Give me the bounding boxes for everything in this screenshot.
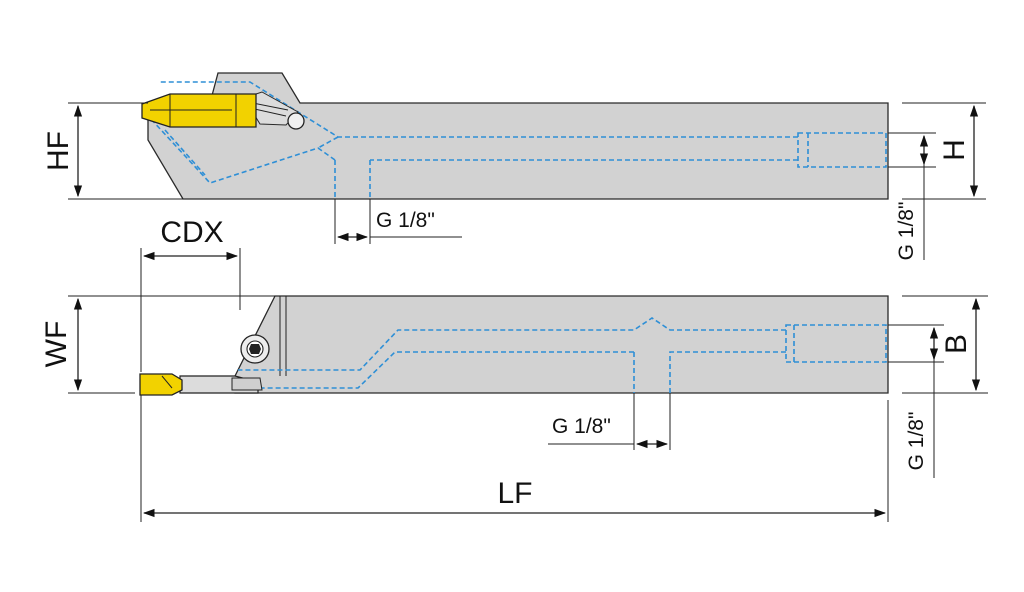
dimension-b: B [902, 295, 988, 394]
side-view-coolant-channel [149, 81, 887, 198]
dimension-lf: LF [140, 395, 889, 522]
screw-icon [287, 112, 305, 130]
label-wf: WF [40, 321, 73, 368]
label-cdx: CDX [160, 216, 223, 249]
label-hf: HF [42, 131, 75, 171]
label-lf: LF [497, 477, 532, 510]
dimension-h: H [902, 102, 986, 200]
dimension-thread-top: G 1/8" [334, 199, 462, 244]
plan-view-coolant-channel [238, 317, 887, 393]
dimension-wf: WF [40, 295, 275, 394]
dimension-hf: HF [42, 102, 183, 200]
label-thread-bottom-side: G 1/8" [905, 412, 928, 471]
side-view: HF H G 1/8" G 1/8" [42, 72, 986, 261]
plan-view: CDX WF B G 1/8" [40, 216, 988, 522]
label-thread-bottom: G 1/8" [552, 415, 611, 438]
label-h: H [938, 139, 971, 161]
label-thread-top-side: G 1/8" [895, 202, 918, 261]
dimension-thread-bottom-side: G 1/8" [888, 324, 944, 478]
side-view-body [147, 72, 889, 200]
label-b: B [940, 334, 973, 354]
plan-view-body [234, 295, 889, 394]
plan-view-insert [139, 373, 263, 396]
clamp-screw [240, 334, 270, 364]
dimension-thread-top-side: G 1/8" [888, 132, 936, 261]
label-thread-top: G 1/8" [376, 209, 435, 232]
side-view-insert [141, 91, 305, 130]
dimension-cdx: CDX [140, 216, 241, 372]
dimension-thread-bottom: G 1/8" [548, 393, 671, 450]
